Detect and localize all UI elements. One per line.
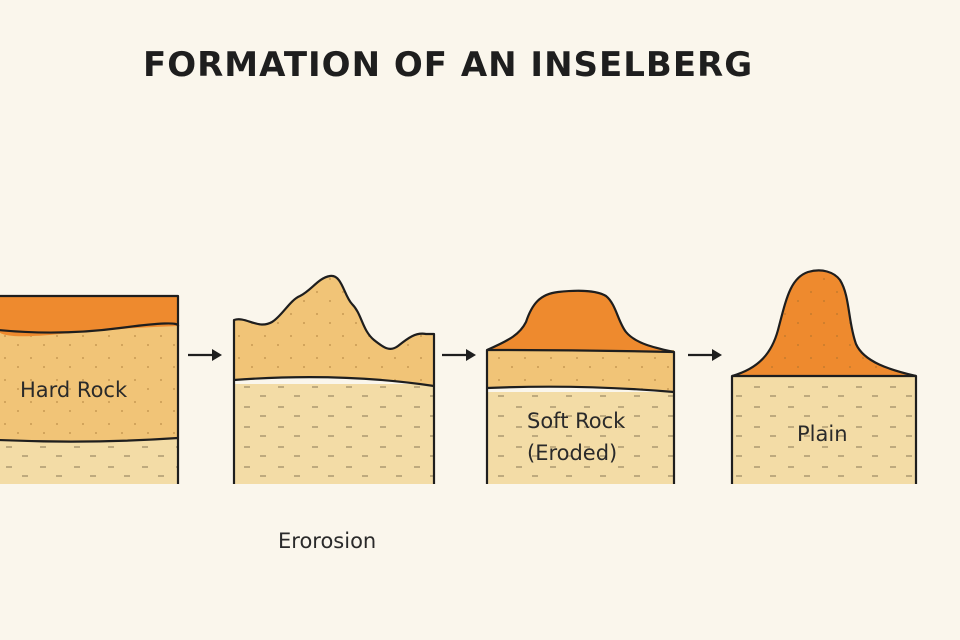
arrow-3	[688, 349, 722, 361]
plain-label: Plain	[797, 422, 848, 446]
erosion-caption: Erorosion	[278, 529, 376, 553]
stage-3-soft-rock-eroded: Soft Rock (Eroded)	[485, 289, 676, 484]
hard-rock-label: Hard Rock	[20, 378, 128, 402]
diagram-title: FORMATION OF AN INSELBERG	[143, 45, 753, 85]
soft-rock-eroded-label: (Eroded)	[527, 441, 617, 465]
arrow-2	[442, 349, 476, 361]
stage-1-layered-rock: Hard Rock	[0, 294, 180, 484]
soft-rock-label: Soft Rock	[527, 409, 626, 433]
arrow-1	[188, 349, 222, 361]
stage-3-hard-rock-dome	[487, 290, 674, 352]
stage-2-erosion: Erorosion	[232, 274, 436, 553]
stage-4-inselberg: Plain	[730, 269, 918, 484]
